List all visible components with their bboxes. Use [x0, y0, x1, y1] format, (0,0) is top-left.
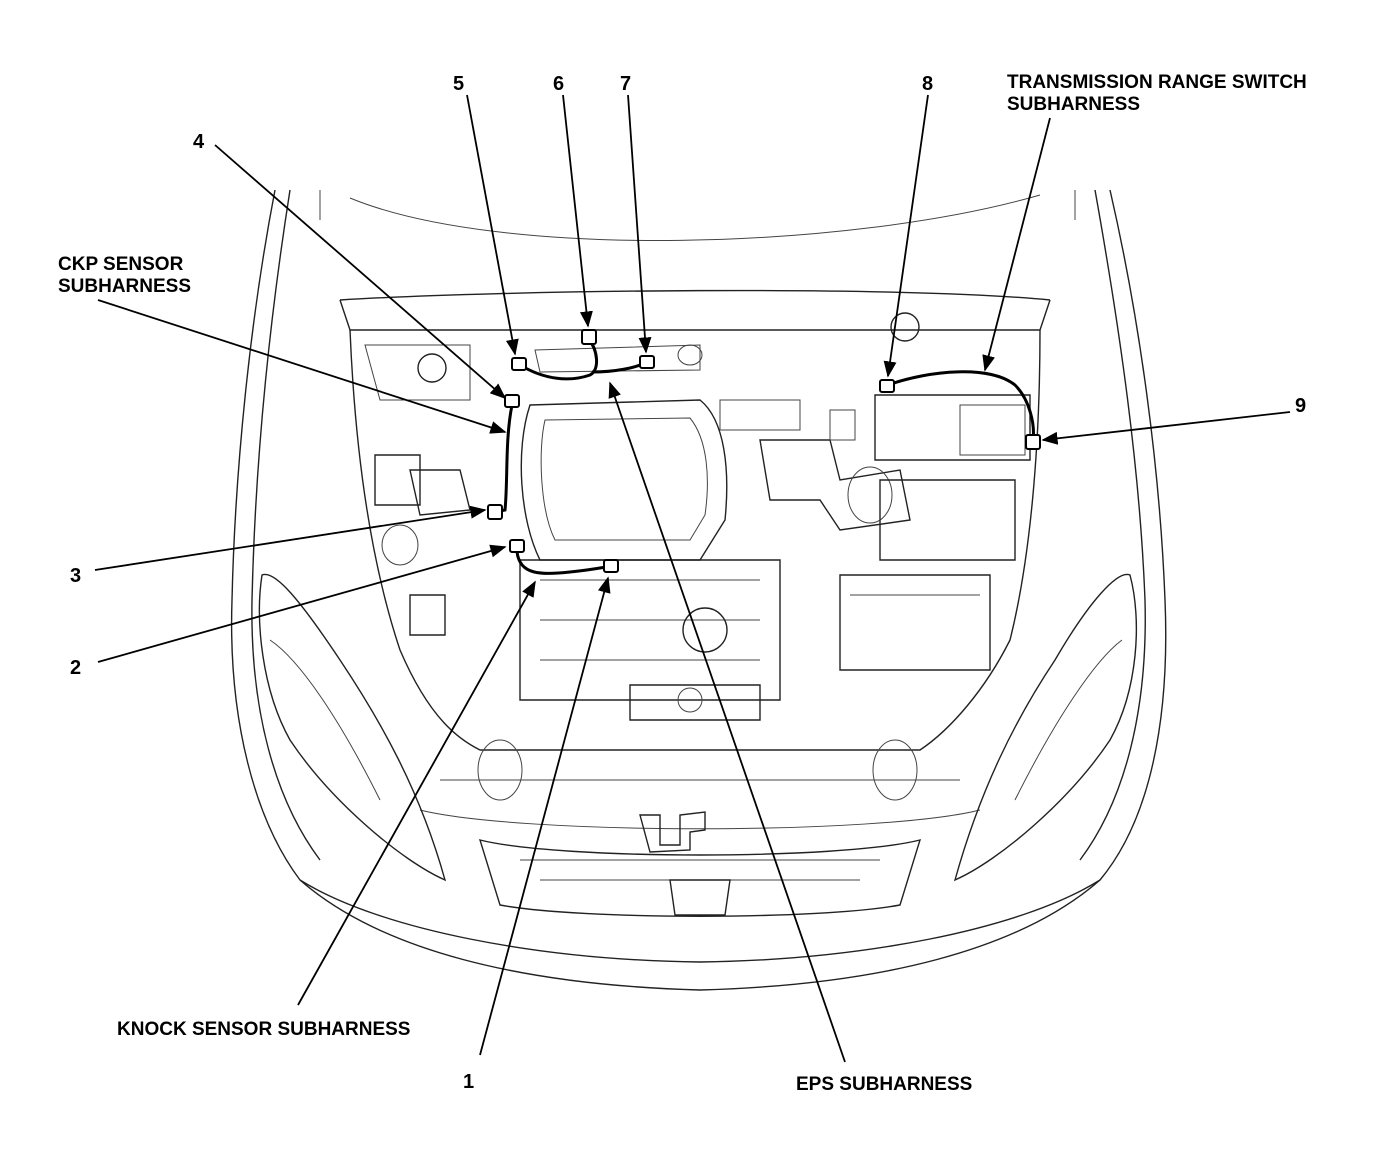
knock-sensor-subharness-wire [515, 551, 613, 575]
leader-lines [94, 94, 1291, 1063]
connector-7[interactable] [639, 355, 655, 369]
callout-4: 4 [193, 131, 205, 153]
callout-7: 7 [620, 73, 631, 95]
connector-8[interactable] [879, 379, 895, 393]
connector-5[interactable] [511, 357, 527, 371]
callout-8: 8 [922, 73, 933, 95]
connector-9[interactable] [1025, 434, 1041, 450]
eps-subharness-wire [519, 337, 598, 381]
connectors [487, 329, 1041, 573]
callout-5: 5 [453, 73, 464, 95]
ckp-sensor-label-line1: CKP SENSOR [58, 254, 184, 275]
callout-1: 1 [463, 1071, 474, 1093]
knock-sensor-label: KNOCK SENSOR SUBHARNESS [117, 1019, 410, 1040]
connector-3[interactable] [487, 504, 503, 520]
connector-2[interactable] [509, 539, 525, 553]
subharness-wires [494, 337, 1035, 575]
callout-3: 3 [70, 565, 81, 587]
ckp-subharness-wire [494, 404, 514, 514]
car-body-outline [230, 189, 1167, 991]
callout-2: 2 [70, 657, 81, 679]
callout-6: 6 [553, 73, 564, 95]
transmission-range-switch-label-line1: TRANSMISSION RANGE SWITCH [1007, 72, 1307, 93]
callout-9: 9 [1295, 395, 1306, 417]
connector-4[interactable] [504, 394, 520, 408]
ckp-sensor-label-line2: SUBHARNESS [58, 276, 191, 297]
subharness-labels: CKP SENSOR SUBHARNESS TRANSMISSION RANGE… [58, 72, 1307, 1095]
engine-components [364, 312, 1031, 721]
connector-6[interactable] [581, 329, 597, 345]
callout-numbers: 1 2 3 4 5 6 7 8 9 [70, 73, 1306, 1093]
connector-1[interactable] [603, 559, 619, 573]
eps-subharness-label: EPS SUBHARNESS [796, 1074, 972, 1095]
transmission-range-switch-subharness-wire [887, 370, 1035, 441]
transmission-range-switch-label-line2: SUBHARNESS [1007, 94, 1140, 115]
